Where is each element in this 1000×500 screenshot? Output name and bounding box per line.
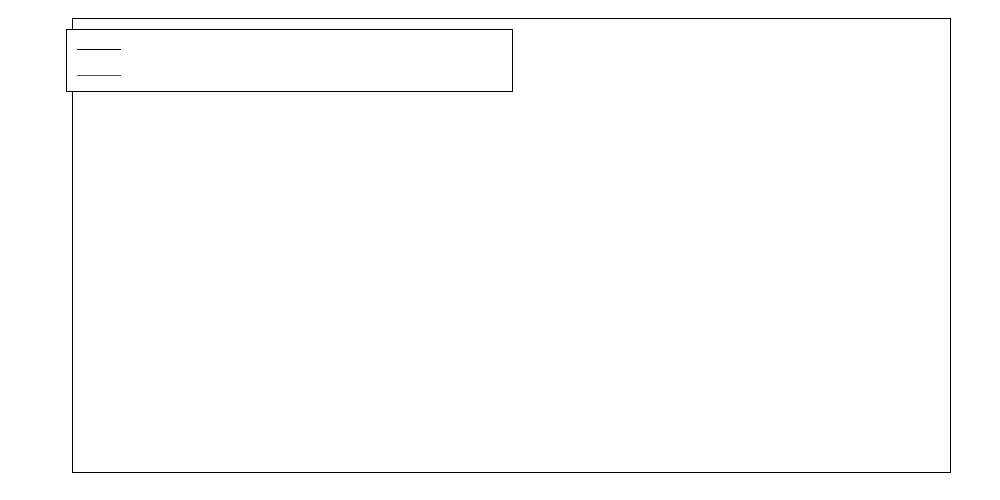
legend-swatch-red-icon [77,74,121,76]
legend-item-patient [67,62,512,88]
plot-area [72,18,951,473]
legend-swatch-black-icon [77,48,121,50]
legend [66,29,513,92]
legend-item-permuted [67,36,512,62]
